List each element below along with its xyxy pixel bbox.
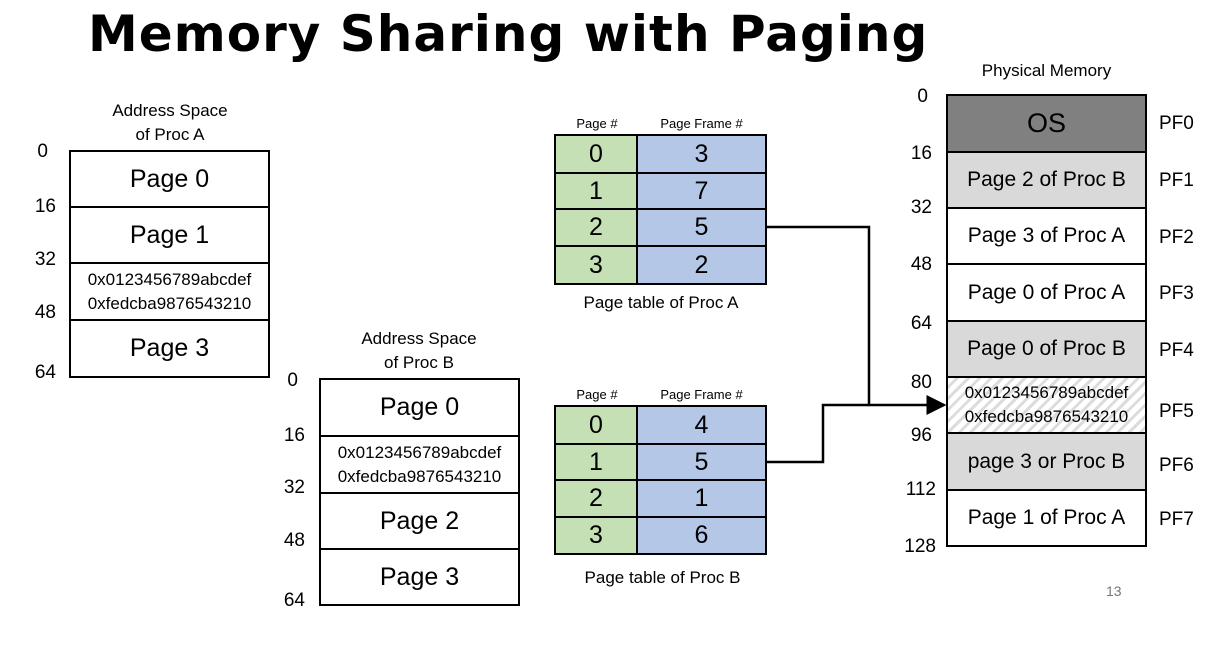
proc-a-space-caption: Address Space of Proc A bbox=[70, 99, 270, 147]
hex-line1: 0x0123456789abcdef bbox=[337, 442, 502, 462]
phys-tick: 0 bbox=[917, 86, 928, 107]
pt-b-header-page: Page # bbox=[576, 387, 618, 402]
pt-b-caption: Page table of Proc B bbox=[584, 568, 741, 587]
pt-b-frame-cell: 1 bbox=[636, 479, 767, 518]
connector-proc-a-frame-5 bbox=[767, 225, 947, 415]
pt-a-header-frame: Page Frame # bbox=[660, 116, 743, 131]
hex-line2: 0xfedcba9876543210 bbox=[337, 466, 502, 486]
connector-proc-b-frame-5 bbox=[767, 403, 869, 464]
hex-line2: 0xfedcba9876543210 bbox=[87, 293, 252, 313]
pt-a-caption: Page table of Proc A bbox=[583, 293, 739, 312]
proc-a-tick: 32 bbox=[34, 249, 56, 270]
phys-tick: 96 bbox=[910, 425, 932, 446]
proc-b-tick: 64 bbox=[283, 590, 305, 611]
proc-b-caption-line2: of Proc B bbox=[384, 353, 454, 372]
pf-label: PF4 bbox=[1159, 340, 1194, 361]
phys-tick: 64 bbox=[910, 313, 932, 334]
pt-a-frame-cell: 2 bbox=[636, 245, 767, 285]
proc-b-tick: 48 bbox=[283, 530, 305, 551]
pt-b-frame-cell: 4 bbox=[636, 405, 767, 445]
proc-a-caption-line1: Address Space bbox=[112, 101, 228, 120]
proc-a-tick: 64 bbox=[34, 362, 56, 383]
hex-line1: 0x0123456789abcdef bbox=[964, 383, 1129, 402]
pf7-frame: Page 1 of Proc A bbox=[946, 489, 1147, 547]
proc-a-tick: 16 bbox=[34, 196, 56, 217]
proc-a-page-1: Page 1 bbox=[69, 206, 270, 264]
pf4-frame: Page 0 of Proc B bbox=[946, 320, 1147, 378]
slide-title: Memory Sharing with Paging bbox=[88, 5, 929, 63]
pf1-frame: Page 2 of Proc B bbox=[946, 151, 1147, 209]
proc-b-space-caption: Address Space of Proc B bbox=[319, 327, 519, 375]
pt-b-header-frame: Page Frame # bbox=[660, 387, 743, 402]
phys-tick: 32 bbox=[910, 197, 932, 218]
pt-a-page-cell: 3 bbox=[554, 245, 638, 285]
proc-b-page-3: Page 3 bbox=[319, 548, 520, 606]
proc-a-page-3: Page 3 bbox=[69, 319, 270, 378]
phys-tick: 16 bbox=[910, 143, 932, 164]
hex-line2: 0xfedcba9876543210 bbox=[964, 407, 1129, 426]
pt-b-frame-cell: 6 bbox=[636, 516, 767, 555]
phys-tick: 80 bbox=[910, 372, 932, 393]
pf-label: PF3 bbox=[1159, 283, 1194, 304]
pf-label: PF0 bbox=[1159, 113, 1194, 134]
pt-b-page-cell: 1 bbox=[554, 443, 638, 481]
proc-b-tick: 0 bbox=[287, 370, 298, 391]
hex-line1: 0x0123456789abcdef bbox=[87, 269, 252, 289]
pf-label: PF7 bbox=[1159, 509, 1194, 530]
physical-memory-caption: Physical Memory bbox=[981, 61, 1112, 80]
pt-a-page-cell: 2 bbox=[554, 208, 638, 247]
proc-a-tick: 48 bbox=[34, 302, 56, 323]
proc-b-tick: 16 bbox=[283, 425, 305, 446]
pf-label: PF1 bbox=[1159, 170, 1194, 191]
phys-tick: 112 bbox=[905, 479, 936, 500]
pf-label: PF2 bbox=[1159, 227, 1194, 248]
phys-tick: 128 bbox=[904, 536, 936, 557]
pt-a-header-page: Page # bbox=[576, 116, 618, 131]
proc-b-tick: 32 bbox=[283, 477, 305, 498]
pt-b-page-cell: 3 bbox=[554, 516, 638, 555]
proc-b-caption-line1: Address Space bbox=[361, 329, 477, 348]
proc-a-tick: 0 bbox=[37, 141, 48, 162]
phys-tick: 48 bbox=[910, 254, 932, 275]
pf-label: PF6 bbox=[1159, 455, 1194, 476]
proc-a-caption-line2: of Proc A bbox=[135, 125, 205, 144]
pf-label: PF5 bbox=[1159, 401, 1194, 422]
slide-number: 13 bbox=[1106, 583, 1122, 599]
